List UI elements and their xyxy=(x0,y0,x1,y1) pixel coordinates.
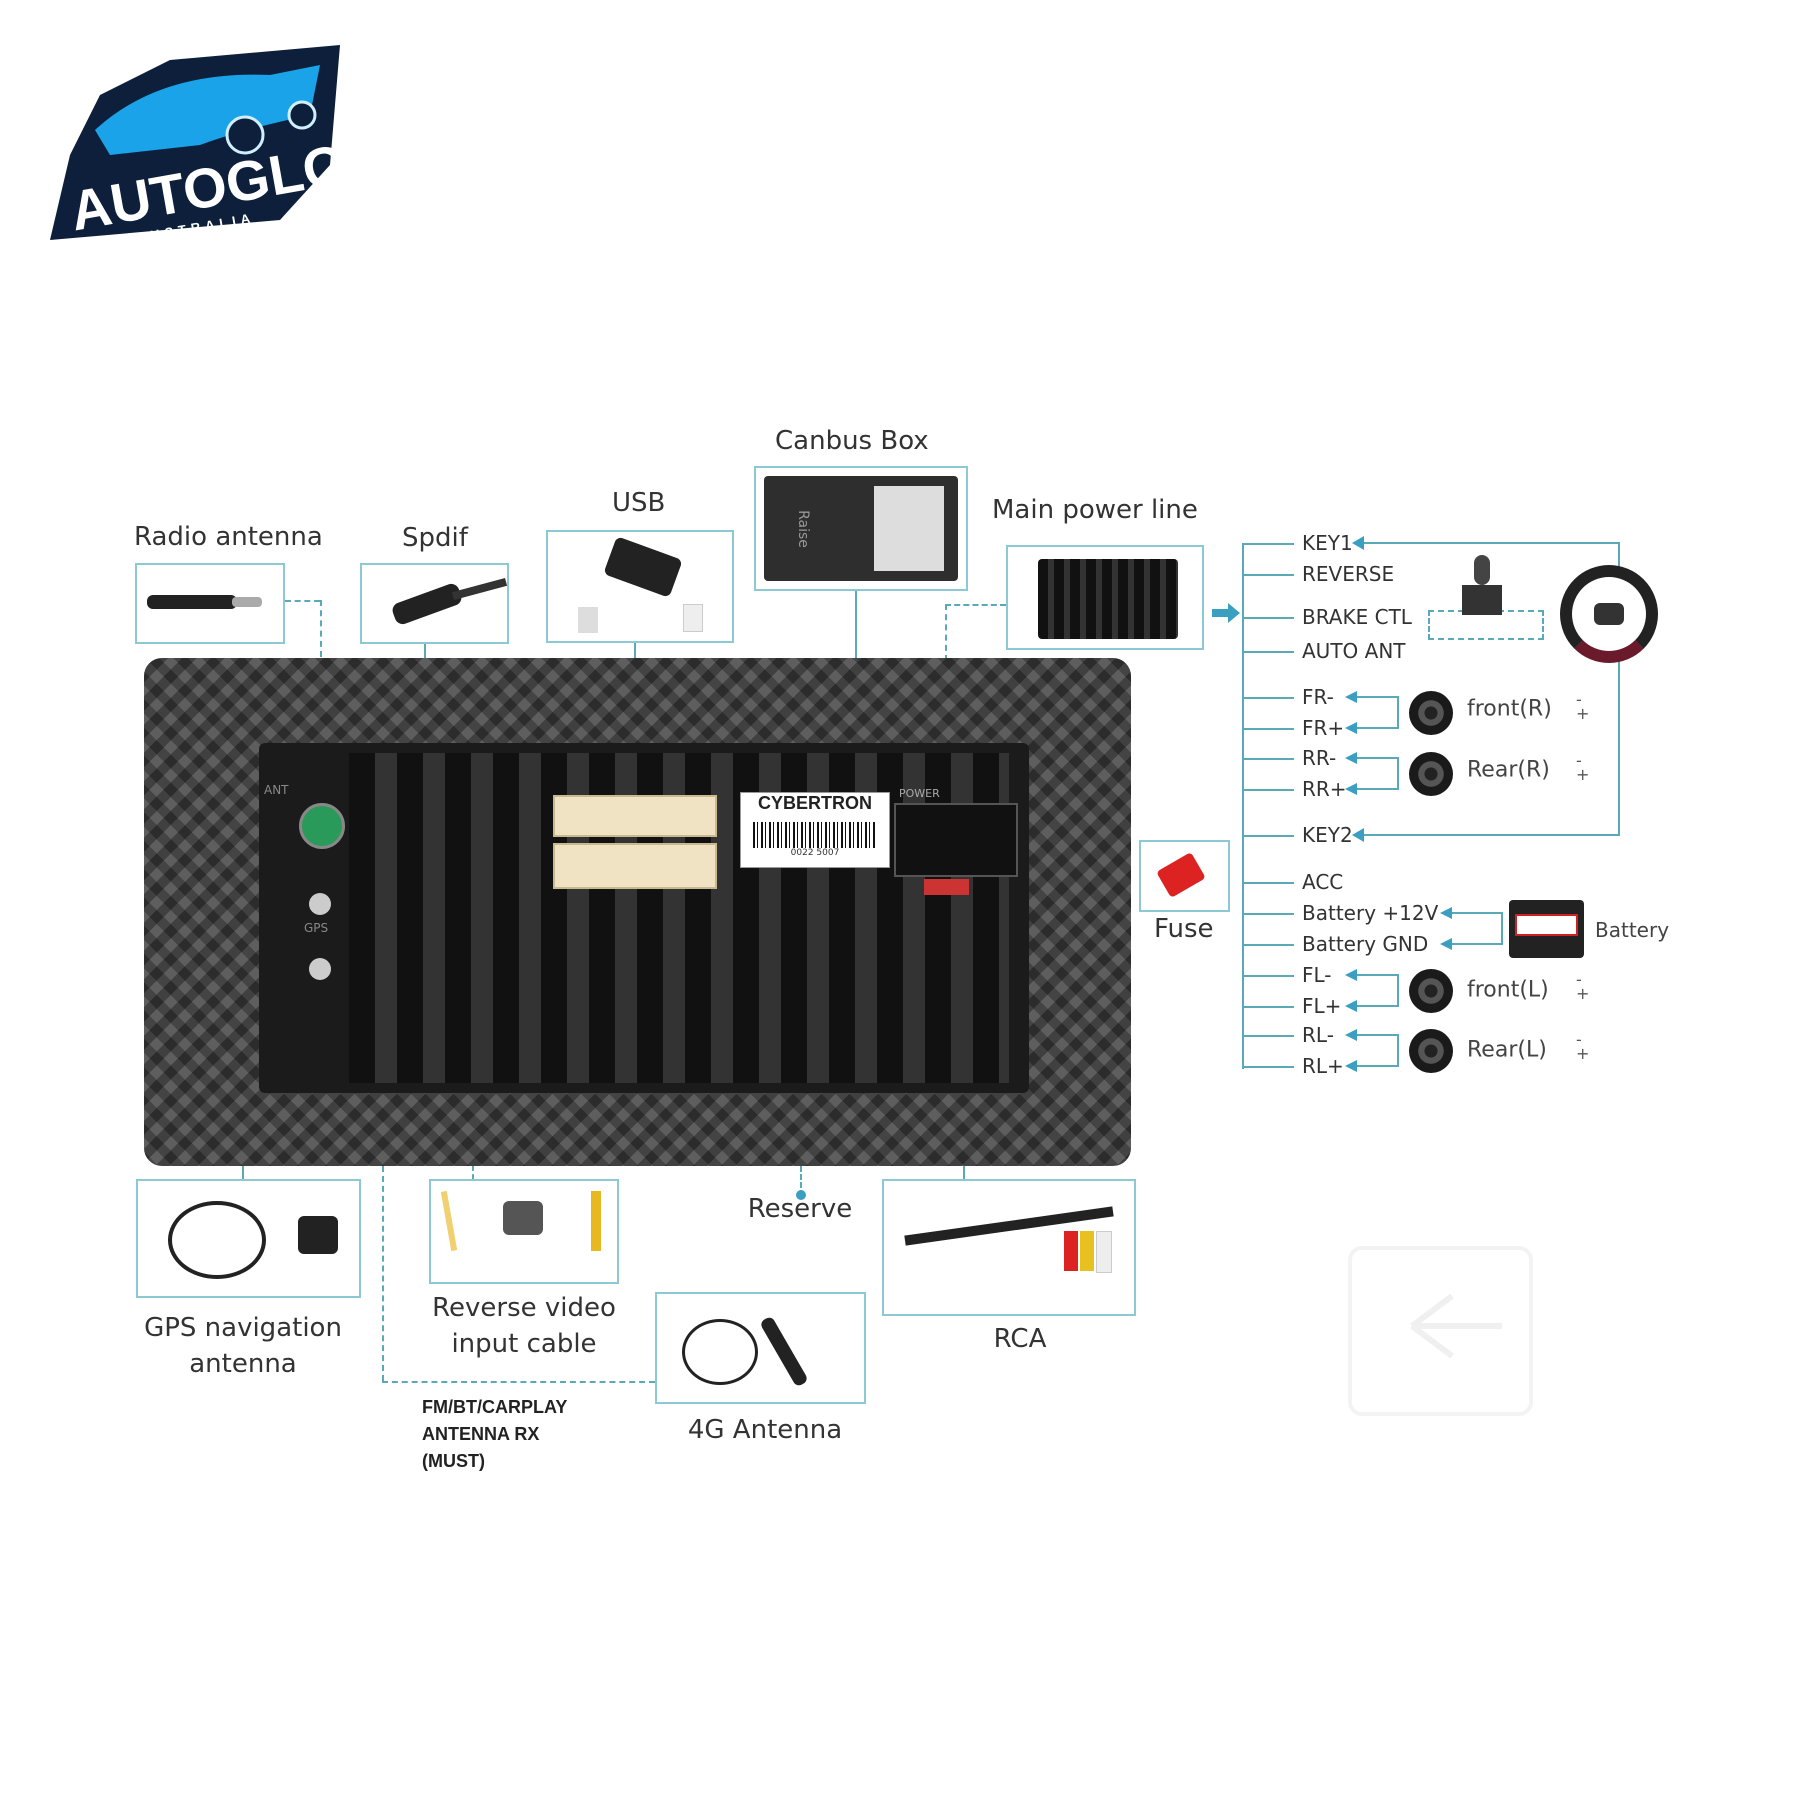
main-power-line-label: Main power line xyxy=(992,495,1198,525)
polarity-fl: -+ xyxy=(1576,970,1590,1003)
pin-fl-minus: FL- xyxy=(1302,963,1332,987)
pin-battery-12v: Battery +12V xyxy=(1302,901,1439,925)
cybertron-label: CYBERTRON 0022 5007 xyxy=(740,792,890,868)
radio-antenna-image xyxy=(135,563,285,644)
pin-rl-minus: RL- xyxy=(1302,1023,1334,1047)
back-arrow-icon xyxy=(1348,1246,1533,1416)
radio-antenna-label: Radio antenna xyxy=(134,522,323,552)
battery-image xyxy=(1509,900,1584,958)
spdif-label: Spdif xyxy=(402,523,468,553)
steering-key-wires xyxy=(1352,536,1620,842)
pin-battery-gnd: Battery GND xyxy=(1302,932,1429,956)
pin-key1: KEY1 xyxy=(1302,531,1353,555)
spdif-image xyxy=(360,563,509,644)
fuse-label: Fuse xyxy=(1154,914,1214,944)
pin-fl-plus: FL+ xyxy=(1302,994,1342,1018)
speaker-front-left-label: front(L) xyxy=(1467,977,1549,1003)
rca-label: RCA xyxy=(993,1324,1047,1354)
pin-fr-plus: FR+ xyxy=(1302,716,1345,740)
speaker-front-right-label: front(R) xyxy=(1467,696,1552,722)
steering-wheel-image xyxy=(1560,565,1658,663)
rca-cable-image xyxy=(882,1179,1136,1316)
speaker-rear-right-icon xyxy=(1409,752,1453,796)
pin-rr-minus: RR- xyxy=(1302,746,1337,770)
battery-label: Battery xyxy=(1595,918,1670,942)
speaker-rear-right-label: Rear(R) xyxy=(1467,757,1550,783)
speaker-front-left-icon xyxy=(1409,969,1453,1013)
arrow-right-icon xyxy=(1212,603,1240,623)
usb-image xyxy=(546,530,734,643)
reverse-camera-image xyxy=(429,1179,619,1284)
canbus-brand: Raise xyxy=(794,510,811,548)
autoglo-logo: AUTOGLO AUSTRALIA xyxy=(40,35,351,250)
pin-auto-ant: AUTO ANT xyxy=(1302,639,1406,663)
gps-antenna-image xyxy=(136,1179,361,1298)
pin-rr-plus: RR+ xyxy=(1302,777,1347,801)
gear-shifter-image xyxy=(1462,555,1502,625)
speaker-front-right-icon xyxy=(1409,691,1453,735)
reserve-label: Reserve xyxy=(747,1194,853,1224)
brand-text: CYBERTRON xyxy=(757,793,872,813)
ant-port-label: ANT xyxy=(264,783,289,797)
rca-connector-block xyxy=(553,843,717,889)
polarity-rr: -+ xyxy=(1576,751,1590,784)
polarity-rl: -+ xyxy=(1576,1030,1590,1063)
ant-port xyxy=(299,803,345,849)
head-unit-rear: ANT GPS CYBERTRON 0022 5007 POWER xyxy=(144,658,1131,1166)
gps-antenna-label: GPS navigation antenna xyxy=(144,1313,342,1379)
wire-bus xyxy=(1242,543,1244,1069)
gps-port-label: GPS xyxy=(304,921,329,935)
4g-antenna-image xyxy=(655,1292,866,1404)
battery-wires xyxy=(1440,907,1503,950)
pin-fr-minus: FR- xyxy=(1302,685,1334,709)
4g-port xyxy=(309,958,331,980)
pin-rl-plus: RL+ xyxy=(1302,1054,1344,1078)
canbus-box-image: Raise xyxy=(754,466,968,591)
reverse-video-label: Reverse video input cable xyxy=(432,1293,616,1359)
fuse-image xyxy=(1139,840,1230,912)
gps-port xyxy=(309,893,331,915)
canbus-box-label: Canbus Box xyxy=(775,426,929,456)
reserve-dot xyxy=(796,1190,806,1200)
usb-label: USB xyxy=(612,488,666,518)
pin-brake-ctl: BRAKE CTL xyxy=(1302,605,1412,629)
power-socket xyxy=(894,803,1018,877)
usb-connector-block xyxy=(553,795,717,837)
speaker-rear-left-label: Rear(L) xyxy=(1467,1037,1547,1063)
fuse-holder xyxy=(924,879,969,895)
polarity-fr: -+ xyxy=(1576,690,1590,723)
pin-acc: ACC xyxy=(1302,870,1344,894)
barcode-text: 0022 5007 xyxy=(790,848,840,858)
head-unit-chassis: ANT GPS CYBERTRON 0022 5007 POWER xyxy=(259,743,1029,1093)
speaker-rear-left-icon xyxy=(1409,1029,1453,1073)
fm-antenna-note: FM/BT/CARPLAY ANTENNA RX (MUST) xyxy=(422,1397,568,1471)
pin-reverse: REVERSE xyxy=(1302,562,1395,586)
4g-antenna-label: 4G Antenna xyxy=(687,1415,843,1445)
pin-key2: KEY2 xyxy=(1302,823,1353,847)
speaker-wires xyxy=(1345,691,1399,1072)
power-label: POWER xyxy=(899,787,940,800)
main-power-connector-image xyxy=(1006,545,1204,650)
